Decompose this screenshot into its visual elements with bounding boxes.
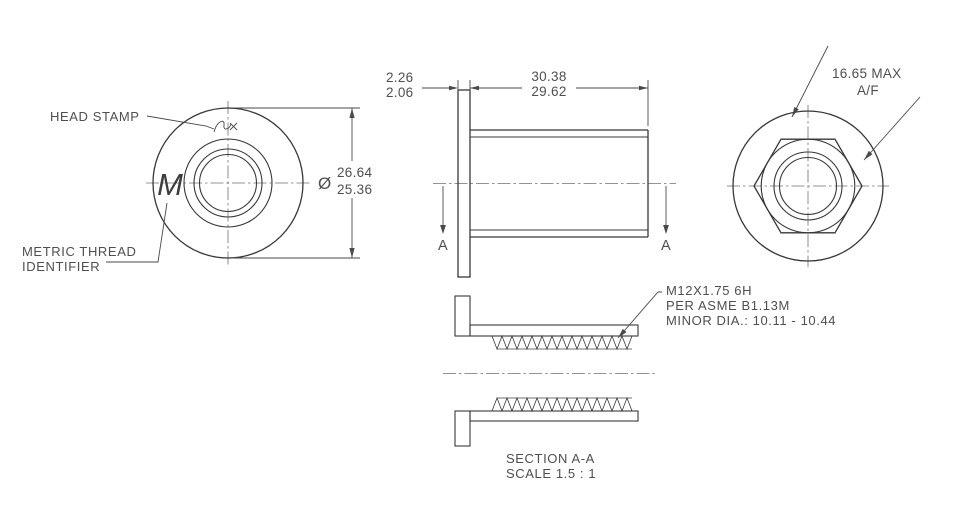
- hex-view: 16.65 MAX A/F: [727, 45, 921, 267]
- thread-minor-circle: [198, 153, 258, 213]
- flange-thickness-min: 2.06: [386, 85, 413, 100]
- section-title: SECTION A-A: [506, 451, 595, 466]
- section-label-right: A: [661, 238, 671, 254]
- thread-callout-line1: M12X1.75 6H: [666, 283, 752, 298]
- thread-zigzag-top: [491, 334, 633, 351]
- hex-inscribed-circle: [760, 138, 856, 234]
- metric-thread-label-line1: METRIC THREAD: [22, 244, 136, 259]
- section-wall-top: [469, 324, 639, 337]
- across-flats-value: 16.65 MAX: [832, 66, 902, 81]
- thread-callout-line2: PER ASME B1.13M: [666, 298, 790, 313]
- head-stamp-leader: [146, 115, 215, 130]
- diameter-dimension: Ø 26.64 25.36: [234, 107, 385, 259]
- thread-zigzag-bottom: [491, 396, 633, 413]
- across-flats-suffix: A/F: [857, 83, 879, 98]
- diameter-symbol: Ø: [318, 174, 331, 193]
- thread-callout-line3: MINOR DIA.: 10.11 - 10.44: [666, 313, 836, 328]
- length-max: 30.38: [531, 69, 566, 84]
- section-flange-top: [454, 295, 471, 337]
- hex-outline: [753, 138, 863, 234]
- flange-outer-circle: [152, 107, 304, 259]
- hex-thread-major-circle: [773, 151, 843, 221]
- thread-callout: M12X1.75 6H PER ASME B1.13M MINOR DIA.: …: [617, 283, 836, 339]
- flange-thickness-max: 2.26: [386, 70, 413, 85]
- length-min: 29.62: [531, 84, 566, 99]
- counterbore-circle: [183, 138, 273, 228]
- metric-thread-label-line2: IDENTIFIER: [22, 259, 100, 274]
- across-flats-dimension: 16.65 MAX A/F: [791, 45, 921, 161]
- hex-flange-circle: [732, 110, 884, 262]
- head-stamp-label: HEAD STAMP: [50, 109, 140, 124]
- flange-profile: [457, 89, 471, 278]
- thread-major-circle: [193, 148, 263, 218]
- diameter-max: 26.64: [337, 165, 372, 180]
- front-view: M HEAD STAMP METRIC THREAD IDENTIFIER Ø …: [22, 101, 385, 274]
- metric-thread-leader: [106, 202, 168, 263]
- section-scale: SCALE 1.5 : 1: [506, 466, 596, 481]
- section-label-left: A: [438, 238, 448, 254]
- flange-thickness-dimension: 2.26 2.06: [386, 70, 471, 100]
- hex-thread-minor-circle: [778, 156, 838, 216]
- diameter-min: 25.36: [337, 182, 372, 197]
- head-stamp-mark: [213, 120, 238, 133]
- section-cutting-line: A A: [438, 186, 671, 254]
- section-wall-bottom: [469, 410, 639, 422]
- metric-thread-mark: M: [157, 167, 183, 202]
- section-view: M12X1.75 6H PER ASME B1.13M MINOR DIA.: …: [443, 283, 836, 481]
- section-flange-bottom: [454, 410, 471, 447]
- side-view: 2.26 2.06 30.38 29.62 A A: [386, 67, 676, 278]
- length-dimension: 30.38 29.62: [470, 67, 649, 126]
